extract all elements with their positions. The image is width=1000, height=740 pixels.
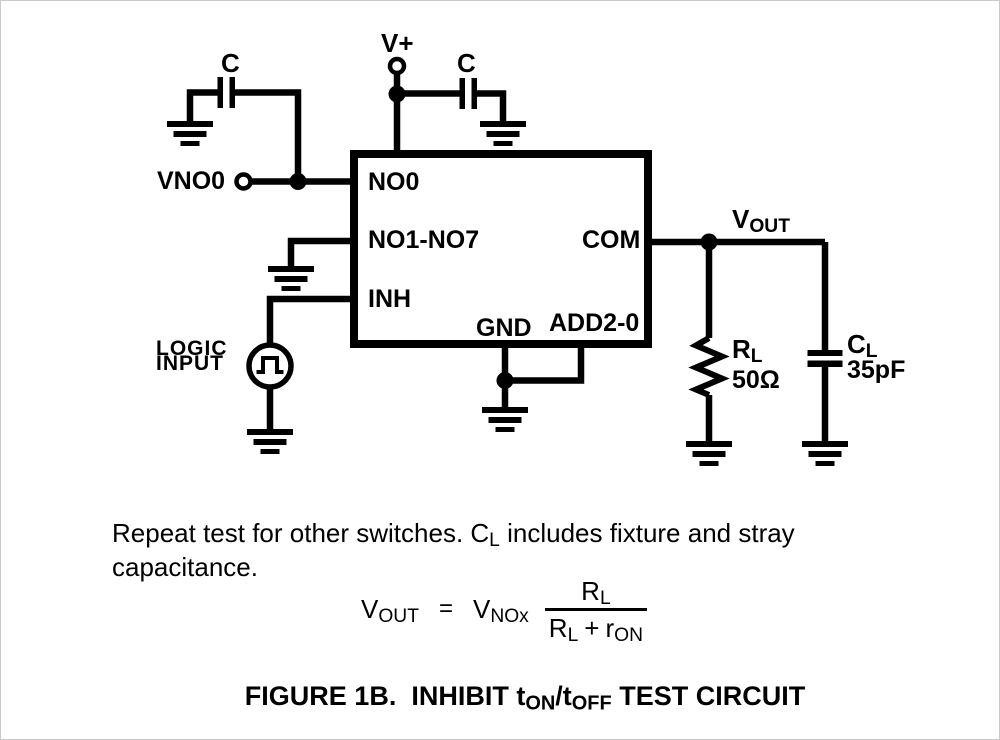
rl-sub: L	[750, 346, 763, 368]
note-line1-sub: L	[489, 530, 500, 552]
ground-icon	[167, 121, 213, 146]
note-line1-pre: Repeat test for other switches. C	[112, 518, 490, 548]
formula-fraction: RL RL+rON	[544, 576, 647, 645]
cap1-label: C	[221, 48, 240, 78]
cap1-left-plate	[217, 77, 223, 108]
note-line1-post: includes fixture and stray	[499, 518, 795, 548]
cap1-to-no0-wire	[235, 89, 302, 182]
formula-num-base: R	[581, 576, 600, 606]
vplus-label: V+	[381, 28, 414, 58]
vout-base: V	[732, 204, 750, 234]
logic-input-line2: INPUT	[156, 352, 224, 375]
caption-post: TEST CIRCUIT	[611, 681, 806, 711]
cl-bottom-plate	[807, 360, 843, 367]
formula-equals: =	[438, 594, 453, 622]
note-line2: capacitance.	[112, 552, 258, 582]
resistor-icon	[688, 335, 730, 398]
add2-0-pin-wire	[509, 348, 585, 384]
pin-label-inh: INH	[368, 285, 412, 313]
vno0-terminal-icon	[234, 172, 253, 191]
formula-den-r-sub: ON	[614, 625, 643, 647]
ground-icon	[686, 441, 732, 466]
note-text: Repeat test for other switches. CL inclu…	[112, 516, 795, 584]
formula-den-base: R	[548, 613, 568, 643]
caption-sub-off: OFF	[571, 692, 612, 715]
ic-box	[350, 150, 652, 348]
cap2-right-plate	[471, 78, 477, 109]
cap1-left-lead-wire	[186, 89, 218, 123]
cl-label: CL	[847, 329, 878, 361]
vout-label: VOUT	[732, 204, 790, 236]
cap2-left-plate	[459, 78, 465, 109]
formula-denominator: RL+rON	[545, 611, 647, 645]
ground-icon	[247, 429, 293, 454]
formula-rhs: VNOx	[472, 593, 529, 626]
formula: VOUT = VNOx RL RL+rON	[361, 576, 647, 645]
cl-sub: L	[865, 341, 878, 363]
rl-label: RL	[732, 334, 763, 366]
formula-lhs: VOUT	[361, 593, 419, 626]
formula-rhs-base: V	[472, 593, 491, 624]
ground-icon	[482, 407, 528, 432]
cl-top-plate	[807, 350, 843, 356]
formula-numerator: RL	[544, 576, 647, 611]
cap2-right-lead-wire	[477, 90, 507, 123]
junction-dot	[289, 173, 307, 190]
ground-icon	[480, 121, 526, 146]
formula-den-op: +	[584, 613, 600, 643]
note-line1: Repeat test for other switches. CL inclu…	[112, 516, 795, 550]
caption-pre: FIGURE 1B. INHIBIT t	[244, 681, 526, 711]
logic-input-label: LOGIC INPUT	[156, 337, 228, 375]
formula-num-sub: L	[599, 588, 611, 610]
pin-label-add2-0: ADD2-0	[549, 309, 640, 337]
inh-wire	[266, 295, 354, 345]
cl-value: 35pF	[847, 356, 906, 384]
caption-mid: /t	[555, 681, 572, 711]
formula-lhs-base: V	[361, 593, 379, 624]
no1-no7-wire	[287, 237, 354, 267]
rl-value: 50Ω	[732, 366, 780, 394]
logic-input-line1: LOGIC	[156, 337, 228, 360]
caption-sub-on: ON	[525, 692, 556, 715]
pin-label-no1-no7: NO1-NO7	[368, 226, 480, 254]
vno0-label: VNO0	[157, 167, 226, 195]
formula-lhs-sub: OUT	[378, 605, 419, 627]
junction-dot	[496, 372, 514, 389]
ground-icon	[268, 266, 314, 291]
pin-label-com: COM	[582, 226, 641, 254]
pin-label-no0: NO0	[368, 168, 420, 196]
formula-den-r: r	[605, 613, 615, 643]
formula-den-sub: L	[567, 625, 579, 647]
vplus-terminal-icon	[387, 56, 407, 76]
cap2-label: C	[457, 48, 476, 78]
formula-rhs-sub: NOx	[490, 605, 529, 627]
pulse-source-icon	[246, 342, 294, 390]
vout-sub: OUT	[749, 216, 790, 238]
pin-label-gnd: GND	[476, 314, 532, 342]
rl-base: R	[732, 334, 751, 364]
cap1-right-plate	[229, 77, 235, 108]
ground-icon	[802, 441, 848, 466]
cl-base: C	[847, 329, 866, 359]
figure-caption: FIGURE 1B. INHIBIT tON/tOFF TEST CIRCUIT	[244, 681, 806, 715]
pulse-waveform-icon	[256, 356, 284, 374]
